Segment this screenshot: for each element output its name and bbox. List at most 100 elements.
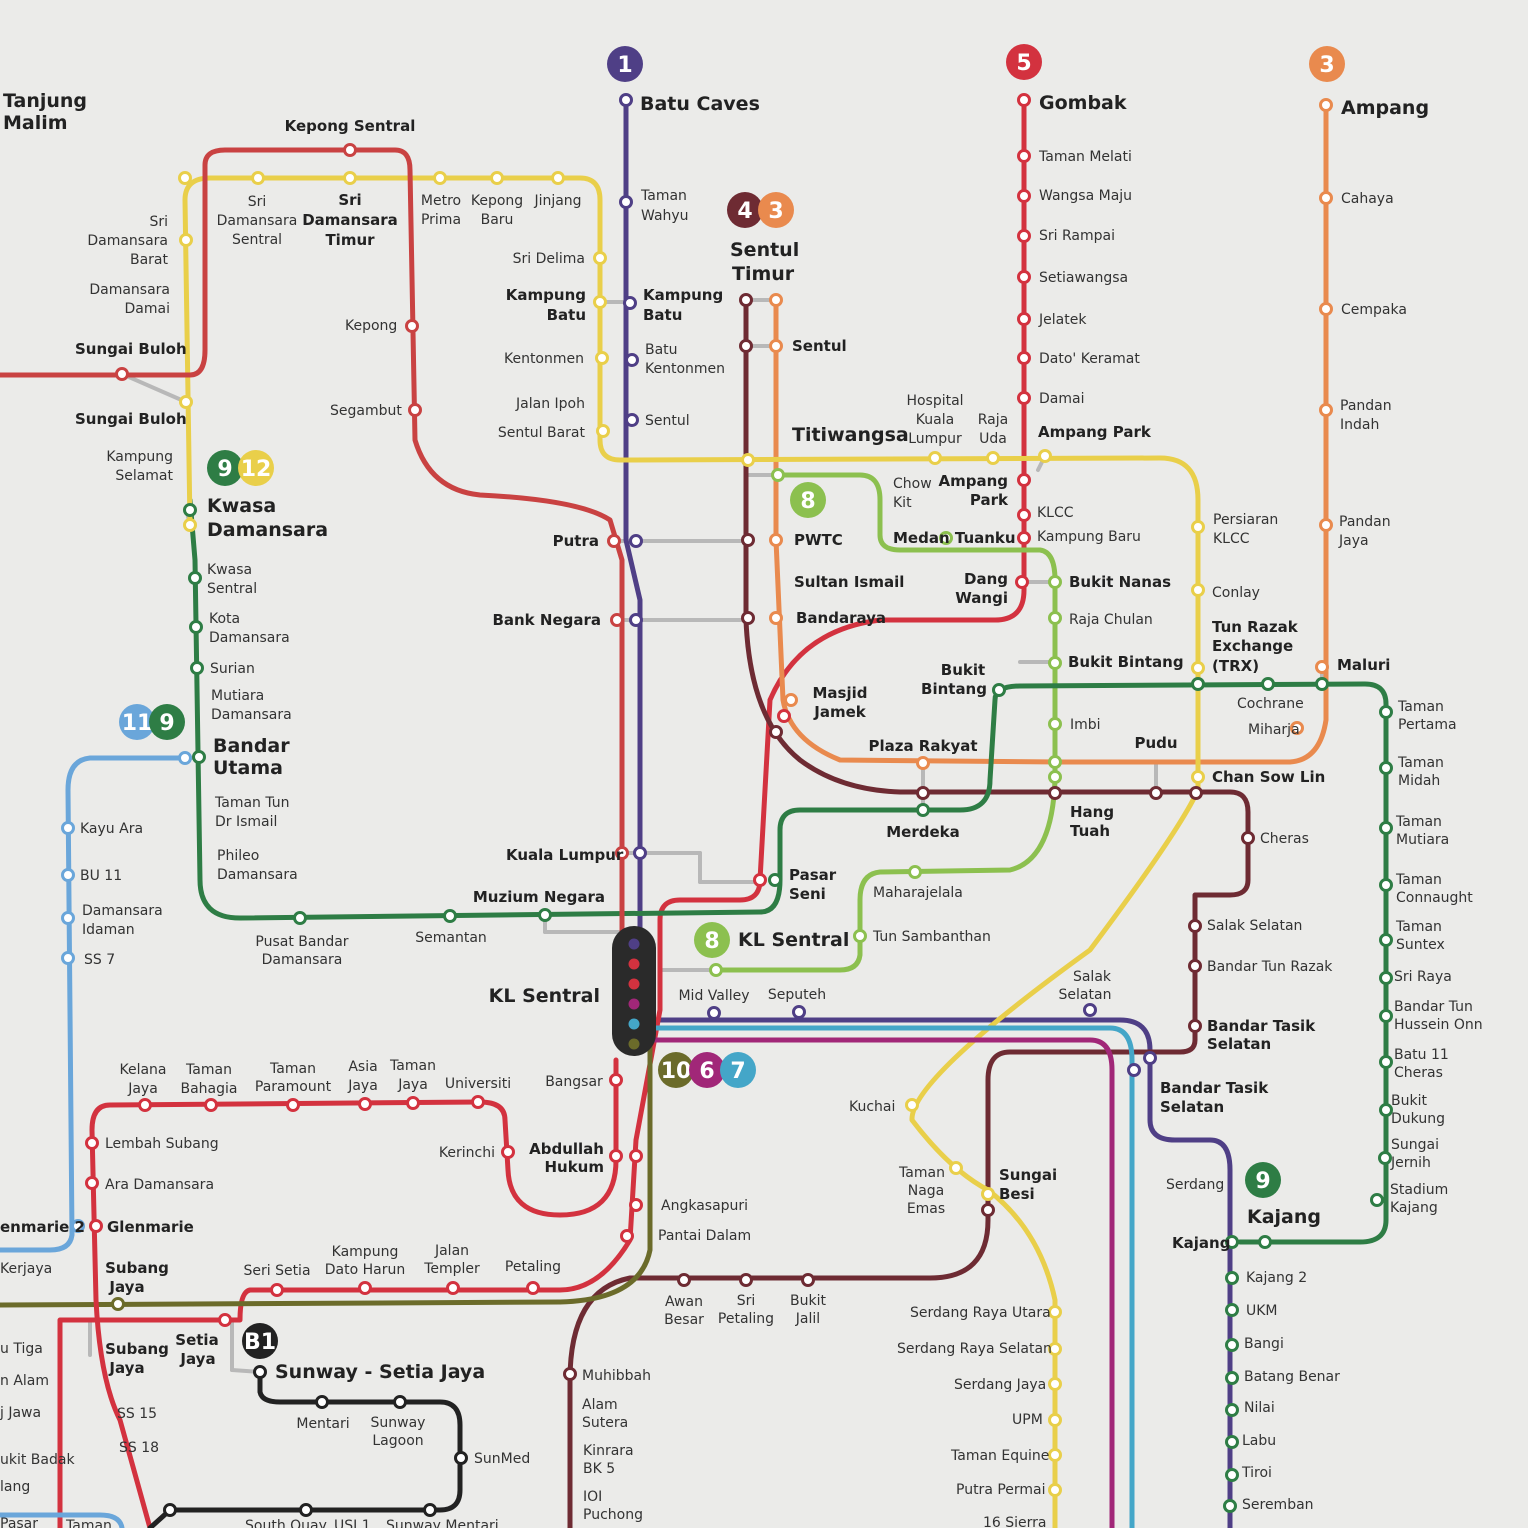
station-dot[interactable] xyxy=(607,534,621,548)
station-dot[interactable] xyxy=(1038,449,1052,463)
station-dot[interactable] xyxy=(1225,1403,1239,1417)
station-dot[interactable] xyxy=(905,1098,919,1112)
station-dot[interactable] xyxy=(61,821,75,835)
station-dot[interactable] xyxy=(408,403,422,417)
station-dot[interactable] xyxy=(471,1095,485,1109)
station-dot[interactable] xyxy=(1191,661,1205,675)
station-dot[interactable] xyxy=(677,1273,691,1287)
station-dot[interactable] xyxy=(619,93,633,107)
station-dot[interactable] xyxy=(739,1273,753,1287)
station-dot[interactable] xyxy=(1379,1103,1393,1117)
station-dot[interactable] xyxy=(393,1395,407,1409)
station-dot[interactable] xyxy=(551,171,565,185)
station-dot[interactable] xyxy=(1379,971,1393,985)
station-dot[interactable] xyxy=(619,195,633,209)
station-dot[interactable] xyxy=(1225,1371,1239,1385)
station-dot[interactable] xyxy=(293,911,307,925)
station-dot[interactable] xyxy=(1048,656,1062,670)
station-dot[interactable] xyxy=(1143,1051,1157,1065)
station-dot[interactable] xyxy=(454,1451,468,1465)
station-dot[interactable] xyxy=(1127,1063,1141,1077)
station-dot[interactable] xyxy=(625,413,639,427)
station-dot[interactable] xyxy=(1370,1193,1384,1207)
station-dot[interactable] xyxy=(1223,1499,1237,1513)
station-dot[interactable] xyxy=(1017,531,1031,545)
station-dot[interactable] xyxy=(1048,770,1062,784)
station-dot[interactable] xyxy=(1379,878,1393,892)
station-dot[interactable] xyxy=(61,951,75,965)
station-dot[interactable] xyxy=(1048,575,1062,589)
station-dot[interactable] xyxy=(1315,660,1329,674)
station-dot[interactable] xyxy=(270,1283,284,1297)
station-dot[interactable] xyxy=(1225,1435,1239,1449)
station-dot[interactable] xyxy=(916,756,930,770)
station-dot[interactable] xyxy=(769,293,783,307)
station-dot[interactable] xyxy=(769,533,783,547)
station-dot[interactable] xyxy=(1048,755,1062,769)
station-dot[interactable] xyxy=(115,367,129,381)
station-dot[interactable] xyxy=(741,611,755,625)
station-dot[interactable] xyxy=(1319,403,1333,417)
station-dot[interactable] xyxy=(625,353,639,367)
station-dot[interactable] xyxy=(949,1161,963,1175)
station-dot[interactable] xyxy=(1188,959,1202,973)
station-dot[interactable] xyxy=(405,319,419,333)
station-dot[interactable] xyxy=(609,1149,623,1163)
station-dot[interactable] xyxy=(443,909,457,923)
station-dot[interactable] xyxy=(138,1098,152,1112)
station-dot[interactable] xyxy=(1015,575,1029,589)
station-dot[interactable] xyxy=(1048,1483,1062,1497)
station-dot[interactable] xyxy=(1149,786,1163,800)
station-dot[interactable] xyxy=(446,1281,460,1295)
station-dot[interactable] xyxy=(916,803,930,817)
station-dot[interactable] xyxy=(741,533,755,547)
station-dot[interactable] xyxy=(61,911,75,925)
station-dot[interactable] xyxy=(189,620,203,634)
station-dot[interactable] xyxy=(1017,93,1031,107)
station-dot[interactable] xyxy=(1191,583,1205,597)
station-dot[interactable] xyxy=(299,1503,313,1517)
station-dot[interactable] xyxy=(1319,518,1333,532)
station-dot[interactable] xyxy=(1017,391,1031,405)
station-dot[interactable] xyxy=(981,1187,995,1201)
station-dot[interactable] xyxy=(1379,1009,1393,1023)
station-dot[interactable] xyxy=(179,395,193,409)
station-dot[interactable] xyxy=(1188,919,1202,933)
station-dot[interactable] xyxy=(563,1367,577,1381)
kl-sentral-hub[interactable] xyxy=(612,926,656,1056)
station-dot[interactable] xyxy=(358,1097,372,1111)
station-dot[interactable] xyxy=(939,531,953,545)
station-dot[interactable] xyxy=(916,786,930,800)
station-dot[interactable] xyxy=(784,693,798,707)
station-dot[interactable] xyxy=(343,171,357,185)
station-dot[interactable] xyxy=(908,865,922,879)
station-dot[interactable] xyxy=(490,171,504,185)
station-dot[interactable] xyxy=(595,351,609,365)
station-dot[interactable] xyxy=(1048,786,1062,800)
station-dot[interactable] xyxy=(1379,705,1393,719)
station-dot[interactable] xyxy=(89,1219,103,1233)
station-dot[interactable] xyxy=(178,751,192,765)
station-dot[interactable] xyxy=(178,171,192,185)
station-dot[interactable] xyxy=(179,233,193,247)
station-dot[interactable] xyxy=(593,295,607,309)
station-dot[interactable] xyxy=(1319,98,1333,112)
station-dot[interactable] xyxy=(218,1313,232,1327)
station-dot[interactable] xyxy=(596,424,610,438)
station-dot[interactable] xyxy=(769,725,783,739)
station-dot[interactable] xyxy=(1290,721,1304,735)
station-dot[interactable] xyxy=(526,1281,540,1295)
station-dot[interactable] xyxy=(623,296,637,310)
station-dot[interactable] xyxy=(1048,1413,1062,1427)
station-dot[interactable] xyxy=(1048,1305,1062,1319)
station-dot[interactable] xyxy=(1225,1271,1239,1285)
station-dot[interactable] xyxy=(1225,1303,1239,1317)
station-dot[interactable] xyxy=(1017,270,1031,284)
station-dot[interactable] xyxy=(1048,1342,1062,1356)
station-dot[interactable] xyxy=(286,1098,300,1112)
station-dot[interactable] xyxy=(1191,770,1205,784)
station-dot[interactable] xyxy=(1315,677,1329,691)
station-dot[interactable] xyxy=(1188,1019,1202,1033)
station-dot[interactable] xyxy=(1225,1338,1239,1352)
station-dot[interactable] xyxy=(183,503,197,517)
